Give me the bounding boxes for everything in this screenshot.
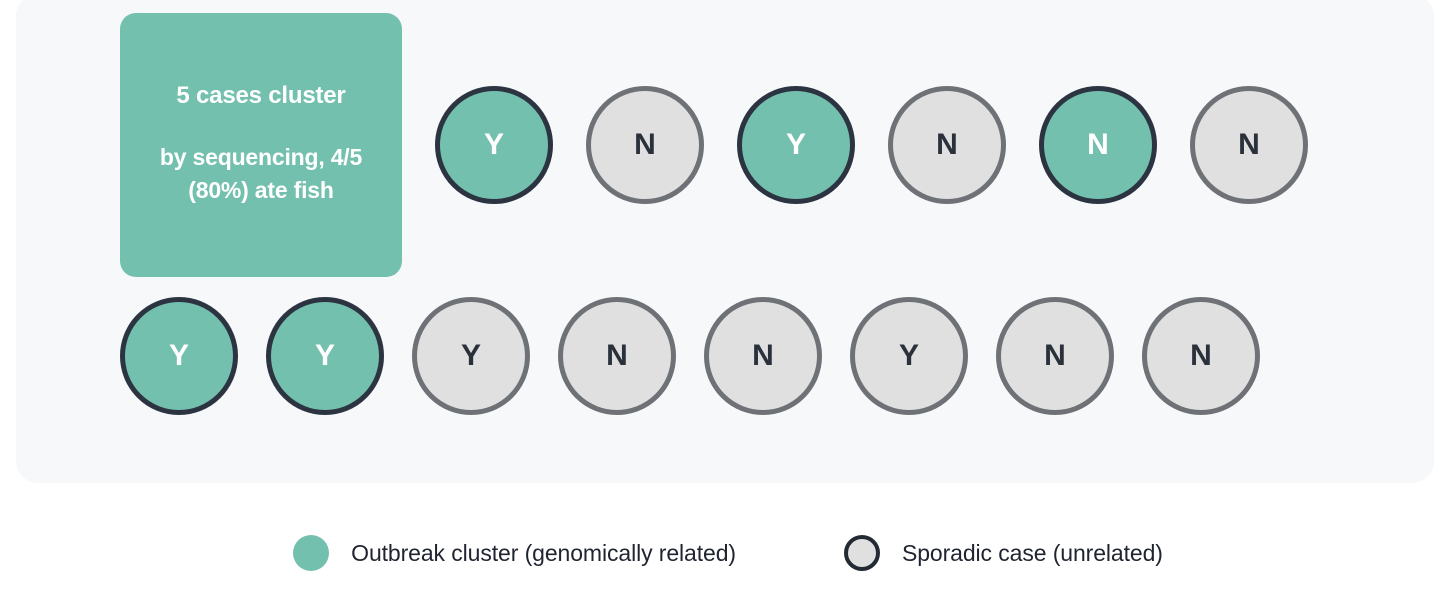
case-circle[interactable]: N <box>558 297 676 415</box>
case-circle[interactable]: Y <box>737 86 855 204</box>
callout-title: 5 cases cluster <box>176 82 346 110</box>
case-circle[interactable]: N <box>996 297 1114 415</box>
callout-subtitle: by sequencing, 4/5 (80%) ate fish <box>159 144 363 204</box>
case-label: N <box>1190 339 1212 372</box>
legend-label: Sporadic case (unrelated) <box>901 539 1163 566</box>
case-label: Y <box>483 128 504 161</box>
case-circle[interactable]: N <box>1039 86 1157 204</box>
case-label: N <box>634 128 656 161</box>
case-label: Y <box>460 339 481 372</box>
case-circle[interactable]: Y <box>266 297 384 415</box>
case-circle[interactable]: N <box>704 297 822 415</box>
case-circle[interactable]: N <box>586 86 704 204</box>
case-label: N <box>936 128 958 161</box>
sporadic-swatch-icon <box>843 535 880 571</box>
case-row-2: Y Y Y N N Y N N <box>120 297 1260 415</box>
case-label: Y <box>785 128 806 161</box>
legend-item-sporadic-case: Sporadic case (unrelated) <box>843 535 1163 571</box>
legend-item-outbreak-cluster: Outbreak cluster (genomically related) <box>293 535 736 571</box>
case-label: N <box>752 339 774 372</box>
case-label: N <box>1087 128 1109 161</box>
case-circle[interactable]: N <box>888 86 1006 204</box>
legend: Outbreak cluster (genomically related) S… <box>0 521 1456 585</box>
case-circle[interactable]: Y <box>120 297 238 415</box>
case-circle[interactable]: Y <box>850 297 968 415</box>
case-label: N <box>1044 339 1066 372</box>
cluster-callout-card: 5 cases cluster by sequencing, 4/5 (80%)… <box>120 13 402 277</box>
case-row-1: 5 cases cluster by sequencing, 4/5 (80%)… <box>120 13 1308 277</box>
case-circle[interactable]: Y <box>412 297 530 415</box>
case-label: Y <box>314 339 335 372</box>
case-circle[interactable]: N <box>1142 297 1260 415</box>
case-circle[interactable]: Y <box>435 86 553 204</box>
case-label: Y <box>898 339 919 372</box>
case-label: N <box>1238 128 1260 161</box>
cluster-swatch-icon <box>293 535 330 571</box>
case-label: N <box>606 339 628 372</box>
legend-label: Outbreak cluster (genomically related) <box>351 539 736 566</box>
case-circle[interactable]: N <box>1190 86 1308 204</box>
case-label: Y <box>168 339 189 372</box>
